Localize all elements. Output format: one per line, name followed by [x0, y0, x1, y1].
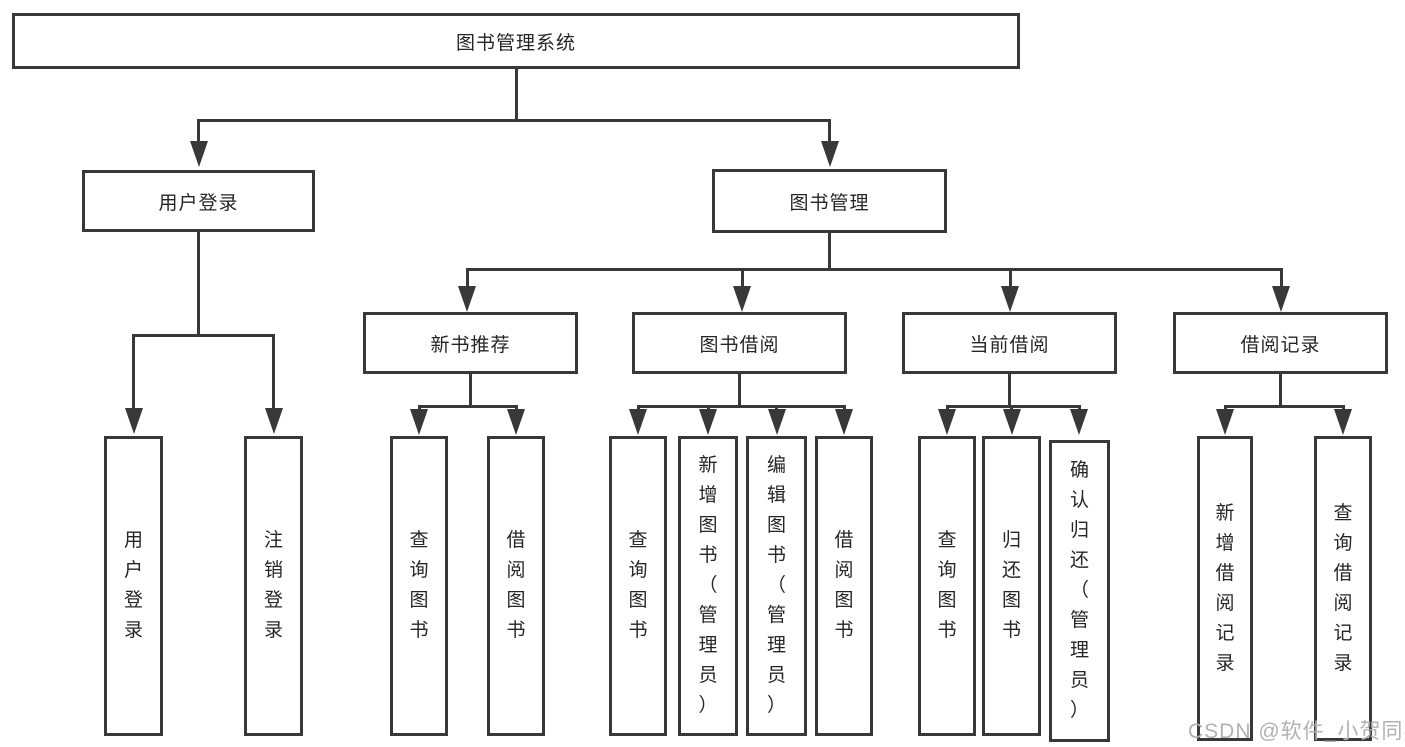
node-borrow-records: 借阅记录 [1173, 312, 1388, 374]
arrow-down-icon [835, 409, 853, 435]
connector-segment [197, 119, 831, 122]
arrow-down-icon [1272, 286, 1290, 312]
leaf-add-book-admin-label: 新增图书（管理员） [698, 455, 718, 716]
leaf-add-borrow-record-label: 新增借阅记录 [1215, 502, 1235, 674]
connector-segment [466, 268, 1282, 271]
node-new-book-recommend-label: 新书推荐 [430, 334, 511, 356]
connector-segment [843, 405, 846, 411]
connector-segment [197, 119, 200, 141]
arrow-down-icon [410, 409, 428, 435]
leaf-logout-label: 注销登录 [263, 530, 283, 641]
leaf-return-books: 归还图书 [982, 436, 1041, 736]
node-user-login-label: 用户登录 [158, 192, 239, 214]
node-root: 图书管理系统 [12, 13, 1020, 69]
csdn-watermark: CSDN @软件_小贺同学 [1188, 720, 1405, 743]
arrow-down-icon [1001, 286, 1019, 312]
leaf-logout: 注销登录 [244, 436, 303, 736]
connector-segment [828, 119, 831, 141]
connector-segment [466, 268, 469, 286]
leaf-current-query-books: 查询图书 [918, 436, 976, 736]
connector-segment [1009, 268, 1012, 286]
connector-segment [946, 405, 1081, 408]
node-new-book-recommend: 新书推荐 [363, 312, 578, 374]
arrow-down-icon [190, 141, 208, 167]
arrow-down-icon [699, 409, 717, 435]
connector-segment [469, 374, 472, 407]
arrow-down-icon [1216, 409, 1234, 435]
connector-segment [946, 405, 949, 411]
node-current-borrow: 当前借阅 [902, 312, 1117, 374]
leaf-user-login: 用户登录 [104, 436, 163, 736]
arrow-down-icon [1334, 409, 1352, 435]
connector-segment [197, 232, 200, 336]
leaf-confirm-return-admin-label: 确认归还（管理员） [1069, 460, 1089, 721]
connector-segment [738, 374, 741, 407]
arrow-down-icon [938, 409, 956, 435]
leaf-recommend-query-books-label: 查询图书 [409, 530, 429, 641]
arrow-down-icon [458, 286, 476, 312]
connector-segment [272, 334, 275, 408]
node-root-label: 图书管理系统 [455, 32, 576, 54]
leaf-edit-book-admin: 编辑图书（管理员） [746, 436, 807, 736]
connector-segment [132, 334, 135, 408]
connector-segment [1078, 405, 1081, 411]
leaf-recommend-borrow-books: 借阅图书 [487, 436, 545, 736]
connector-segment [637, 405, 846, 408]
leaf-query-borrow-record: 查询借阅记录 [1314, 436, 1372, 741]
leaf-confirm-return-admin: 确认归还（管理员） [1049, 440, 1110, 742]
arrow-down-icon [768, 409, 786, 435]
connector-segment [1279, 374, 1282, 407]
arrow-down-icon [125, 408, 143, 434]
arrow-down-icon [1003, 409, 1021, 435]
node-borrow-records-label: 借阅记录 [1240, 334, 1321, 356]
node-current-borrow-label: 当前借阅 [969, 334, 1050, 356]
leaf-edit-book-admin-label: 编辑图书（管理员） [766, 455, 786, 716]
leaf-return-books-label: 归还图书 [1001, 530, 1021, 641]
connector-segment [1280, 268, 1283, 286]
leaf-add-book-admin: 新增图书（管理员） [678, 436, 738, 736]
connector-segment [418, 405, 421, 411]
leaf-borrow-query-books-label: 查询图书 [628, 530, 648, 641]
arrow-down-icon [1070, 409, 1088, 435]
leaf-borrow-query-books: 查询图书 [609, 436, 667, 736]
arrow-down-icon [507, 409, 525, 435]
leaf-user-login-label: 用户登录 [123, 530, 143, 641]
leaf-recommend-borrow-books-label: 借阅图书 [506, 530, 526, 641]
connector-segment [418, 405, 518, 408]
connector-segment [637, 405, 640, 411]
connector-segment [515, 69, 518, 122]
connector-segment [515, 405, 518, 411]
connector-segment [1224, 405, 1345, 408]
leaf-current-query-books-label: 查询图书 [937, 530, 957, 641]
node-book-borrow: 图书借阅 [632, 312, 847, 374]
connector-segment [741, 268, 744, 286]
leaf-borrow-books-label: 借阅图书 [834, 530, 854, 641]
connector-segment [775, 405, 778, 411]
connector-segment [1342, 405, 1345, 411]
arrow-down-icon [629, 409, 647, 435]
node-book-borrow-label: 图书借阅 [699, 334, 780, 356]
node-user-login: 用户登录 [82, 170, 315, 232]
node-book-management-label: 图书管理 [789, 192, 870, 214]
leaf-query-borrow-record-label: 查询借阅记录 [1333, 502, 1353, 674]
connector-segment [132, 334, 275, 337]
connector-segment [828, 233, 831, 271]
arrow-down-icon [265, 408, 283, 434]
connector-segment [1224, 405, 1227, 411]
arrow-down-icon [821, 141, 839, 167]
leaf-add-borrow-record: 新增借阅记录 [1197, 436, 1253, 741]
node-book-management: 图书管理 [712, 169, 947, 233]
connector-segment [707, 405, 710, 411]
connector-segment [1008, 374, 1011, 407]
connector-segment [1010, 405, 1013, 411]
leaf-recommend-query-books: 查询图书 [390, 436, 448, 736]
arrow-down-icon [733, 286, 751, 312]
leaf-borrow-books: 借阅图书 [815, 436, 873, 736]
